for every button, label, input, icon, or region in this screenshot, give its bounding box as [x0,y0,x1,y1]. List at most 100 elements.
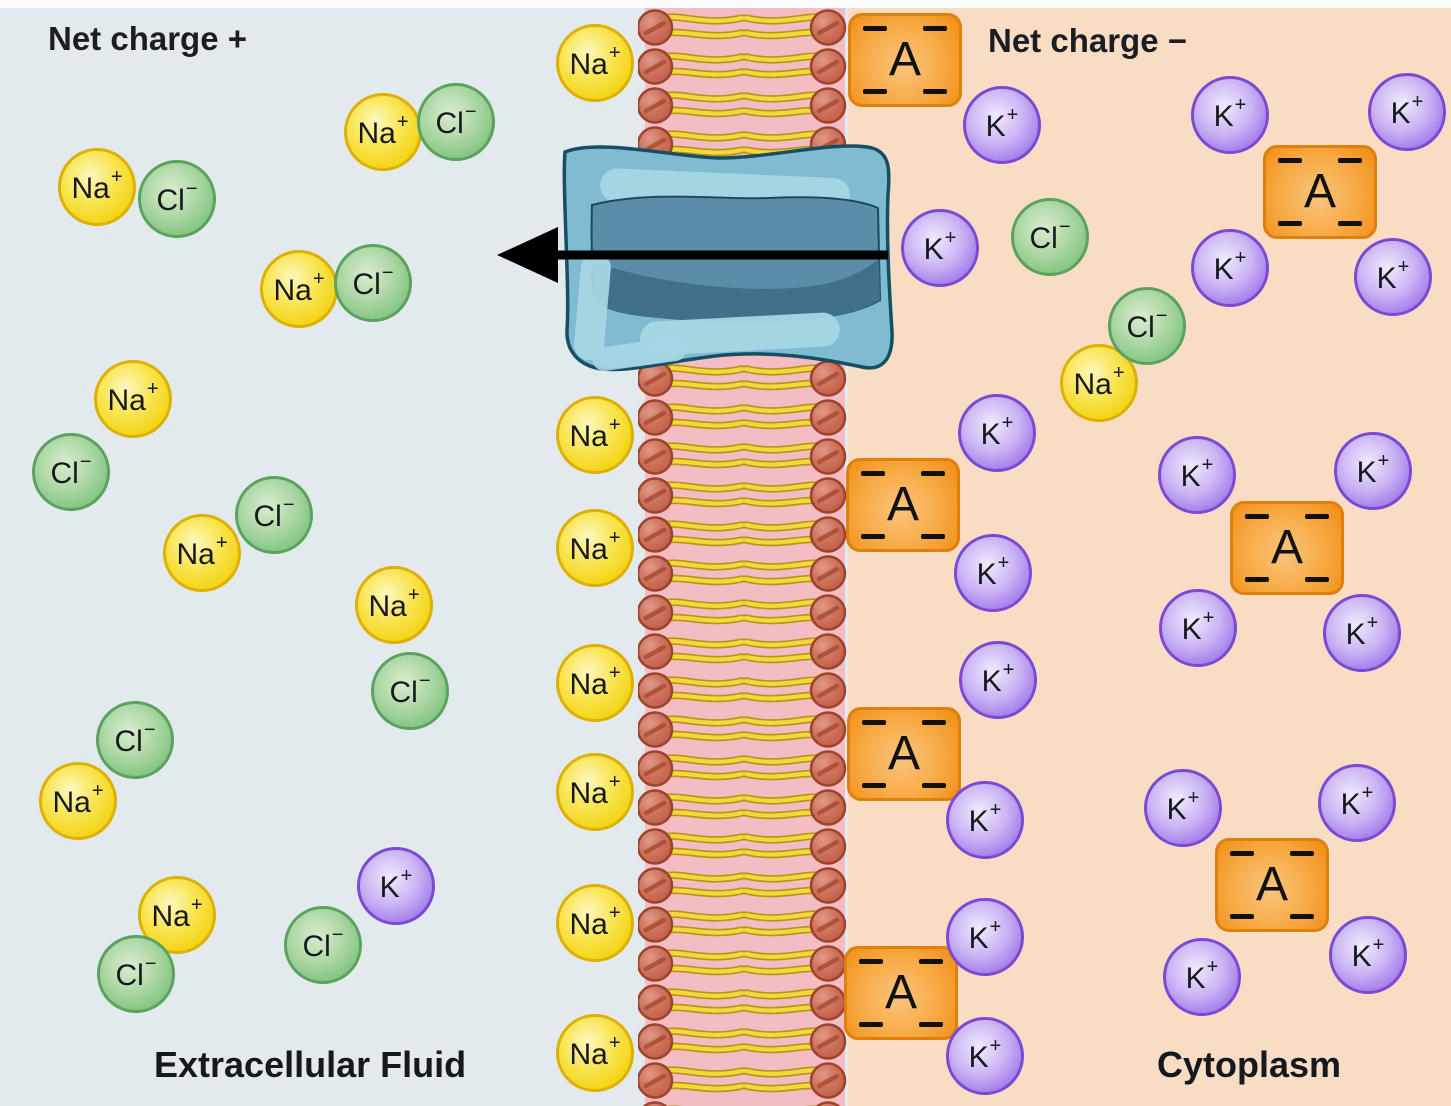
chloride-ion: Cl− [417,83,495,161]
minus-charge-icon [1230,914,1254,919]
minus-charge-icon [861,534,885,539]
ion-label: K+ [968,1034,1002,1074]
potassium-ion: K+ [1368,73,1446,151]
ion-label: Cl− [156,177,198,217]
chloride-ion: Cl− [284,906,362,984]
potassium-ion: K+ [1191,229,1269,307]
sodium-ion: Na+ [94,360,172,438]
minus-charge-icon [1338,158,1362,163]
minus-charge-icon [1245,514,1269,519]
potassium-ion: K+ [1159,589,1237,667]
potassium-ion: K+ [1334,432,1412,510]
sodium-ion: Na+ [39,762,117,840]
potassium-ion: K+ [1144,769,1222,847]
anion-protein: A [1230,501,1344,595]
sodium-ion: Na+ [138,876,216,954]
minus-charge-icon [863,26,887,31]
sodium-ion: Na+ [556,509,634,587]
potassium-ion: K+ [1329,916,1407,994]
ion-label: Na+ [569,1031,621,1071]
anion-protein: A [844,946,958,1040]
minus-charge-icon [1290,851,1314,856]
anion-label: A [1255,858,1288,911]
ion-label: Cl− [253,493,295,533]
ion-label: Na+ [569,661,621,701]
anion-protein: A [848,13,962,107]
potassium-ion: K+ [1158,436,1236,514]
chloride-ion: Cl− [1011,198,1089,276]
minus-charge-icon [1245,577,1269,582]
chloride-ion: Cl− [371,652,449,730]
diffusion-arrow [497,227,888,283]
ion-label: Na+ [107,377,159,417]
ion-label: Na+ [52,779,104,819]
sodium-ion: Na+ [163,514,241,592]
minus-charge-icon [1290,914,1314,919]
ion-label: K+ [1390,90,1424,130]
chloride-ion: Cl− [97,935,175,1013]
potassium-ion: K+ [946,781,1024,859]
ion-label: Na+ [176,531,228,571]
top-border-strip [0,0,1451,8]
ion-label: K+ [1340,781,1374,821]
chloride-ion: Cl− [32,433,110,511]
minus-charge-icon [1338,221,1362,226]
minus-charge-icon [862,783,886,788]
ion-label: Cl− [435,100,477,140]
sodium-ion: Na+ [556,884,634,962]
chloride-ion: Cl− [235,476,313,554]
ion-label: Cl− [115,952,157,992]
minus-charge-icon [923,26,947,31]
ion-label: K+ [1166,786,1200,826]
potassium-ion: K+ [901,209,979,287]
ion-label: Na+ [273,267,325,307]
ion-label: Na+ [569,901,621,941]
ion-label: Na+ [357,110,409,150]
ion-label: Na+ [569,770,621,810]
sodium-ion: Na+ [556,396,634,474]
ion-label: Na+ [1073,361,1125,401]
ion-label: Cl− [352,261,394,301]
minus-charge-icon [922,720,946,725]
ion-label: Na+ [71,165,123,205]
sodium-ion: Na+ [556,644,634,722]
ion-label: Na+ [569,41,621,81]
ion-label: K+ [923,226,957,266]
minus-charge-icon [921,534,945,539]
potassium-ion: K+ [958,394,1036,472]
potassium-ion: K+ [1191,76,1269,154]
anion-label: A [884,966,917,1019]
minus-charge-icon [923,89,947,94]
potassium-ion: K+ [1318,764,1396,842]
ion-label: Na+ [569,413,621,453]
potassium-ion: K+ [946,1017,1024,1095]
minus-charge-icon [1278,158,1302,163]
ion-label: Na+ [368,583,420,623]
ion-label: Cl− [1126,304,1168,344]
ion-label: K+ [985,103,1019,143]
ion-label: K+ [379,864,413,904]
ion-label: K+ [981,658,1015,698]
sodium-ion: Na+ [556,1014,634,1092]
sodium-ion: Na+ [355,566,433,644]
ion-label: Cl− [302,923,344,963]
ion-label: K+ [968,915,1002,955]
potassium-ion: K+ [1323,594,1401,672]
minus-charge-icon [1305,514,1329,519]
minus-charge-icon [862,720,886,725]
chloride-ion: Cl− [138,160,216,238]
minus-charge-icon [921,471,945,476]
potassium-ion: K+ [1354,238,1432,316]
minus-charge-icon [1230,851,1254,856]
anion-label: A [888,33,921,86]
ion-label: K+ [1345,611,1379,651]
anion-protein: A [1215,838,1329,932]
anion-protein: A [847,707,961,801]
sodium-ion: Na+ [344,93,422,171]
ion-label: Cl− [389,669,431,709]
minus-charge-icon [863,89,887,94]
anion-protein: A [846,458,960,552]
anion-label: A [1303,165,1336,218]
